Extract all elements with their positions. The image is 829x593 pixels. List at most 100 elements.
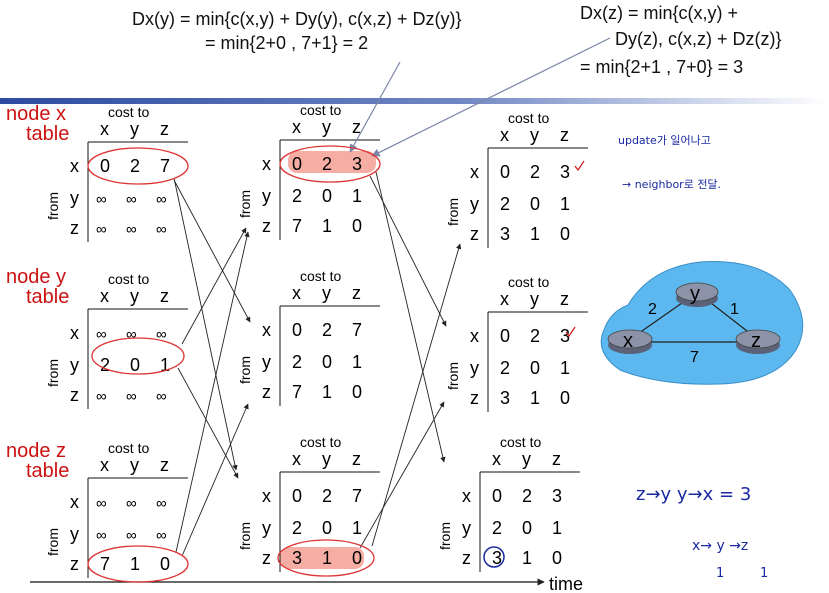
column-header-y: y xyxy=(130,119,139,139)
equation-pointer-dxy xyxy=(349,61,401,153)
table-cell: 1 xyxy=(352,186,362,206)
table-cell: 0 xyxy=(552,548,562,568)
row-header-y: y xyxy=(70,188,79,208)
table-cell: 0 xyxy=(522,518,532,538)
row-header-x: x xyxy=(70,492,79,512)
table-cell: 0 xyxy=(530,194,540,214)
svg-text:y: y xyxy=(690,283,700,305)
table-cell: 0 xyxy=(352,216,362,236)
table-cell: 0 xyxy=(352,382,362,402)
table-cell: ∞ xyxy=(126,527,137,544)
message-arrow-1 xyxy=(173,177,238,471)
row-header-y: y xyxy=(262,518,271,538)
table-cell: 1 xyxy=(522,548,532,568)
column-header-x: x xyxy=(100,286,109,306)
table-cell: 3 xyxy=(500,388,510,408)
column-header-x: x xyxy=(492,449,501,469)
message-arrow-8 xyxy=(371,243,462,547)
node-y-table-label: table xyxy=(26,286,69,308)
table-cell: 1 xyxy=(322,216,332,236)
row-header-z: z xyxy=(462,548,471,568)
table-cell: 0 xyxy=(292,320,302,340)
handwritten-circle xyxy=(483,546,505,568)
handwritten-note-cost-a: 1 xyxy=(716,566,725,581)
oval-z-t0-row xyxy=(87,545,189,583)
table-cell: 2 xyxy=(292,352,302,372)
slide-banner xyxy=(0,98,829,104)
table-cell: 1 xyxy=(352,518,362,538)
table-cell: ∞ xyxy=(156,326,167,343)
row-header-z: z xyxy=(262,382,271,402)
row-header-x: x xyxy=(70,323,79,343)
handwritten-note-cost-b: 1 xyxy=(760,566,769,581)
row-header-x: x xyxy=(470,326,479,346)
column-header-z: z xyxy=(352,117,361,137)
from-label: from xyxy=(445,198,461,226)
table-cell: 2 xyxy=(292,186,302,206)
svg-text:z: z xyxy=(751,330,761,352)
table-cell: 1 xyxy=(560,358,570,378)
column-header-z: z xyxy=(560,289,569,309)
table-cell: 1 xyxy=(530,388,540,408)
from-label: from xyxy=(45,528,61,556)
column-header-y: y xyxy=(522,449,531,469)
table-cell: 0 xyxy=(530,358,540,378)
equation-dxy-line1: Dx(y) = min{c(x,y) + Dy(y), c(x,z) + Dz(… xyxy=(132,9,462,29)
table-cell: 1 xyxy=(552,518,562,538)
equation-dxz-line3: = min{2+1 , 7+0} = 3 xyxy=(580,57,744,77)
row-header-y: y xyxy=(470,194,479,214)
table-cell: ∞ xyxy=(96,221,107,238)
row-header-x: x xyxy=(470,162,479,182)
row-header-y: y xyxy=(262,186,271,206)
column-header-y: y xyxy=(130,455,139,475)
table-cell: 3 xyxy=(492,548,502,568)
table-cell: 1 xyxy=(352,352,362,372)
message-arrow-7 xyxy=(375,171,446,463)
table-cell: ∞ xyxy=(126,326,137,343)
equation-dxy-line2: = min{2+0 , 7+1} = 2 xyxy=(205,33,369,53)
table-cell: 3 xyxy=(560,326,570,346)
equation-pointer-dxz xyxy=(371,37,611,157)
table-cell: 0 xyxy=(560,224,570,244)
table-cell: 2 xyxy=(492,518,502,538)
node-labels: node x table node y table node z table xyxy=(6,103,69,482)
table-cell: 0 xyxy=(130,355,140,375)
node-z-label: node z xyxy=(6,440,66,462)
row-header-y: y xyxy=(70,355,79,375)
table-cell: 2 xyxy=(292,518,302,538)
table-cell: 0 xyxy=(560,388,570,408)
updated-row-highlight-x xyxy=(288,151,376,173)
message-arrow-4 xyxy=(175,231,250,553)
table-cell: ∞ xyxy=(96,326,107,343)
row-header-y: y xyxy=(470,358,479,378)
cost-to-label: cost to xyxy=(300,102,341,118)
cost-to-label: cost to xyxy=(508,110,549,126)
handwritten-note-route: x→ y →z xyxy=(692,538,749,554)
table-cell: 2 xyxy=(530,326,540,346)
table-cell: ∞ xyxy=(126,191,137,208)
oval-x-t0-row xyxy=(87,147,189,185)
router-node-x: x xyxy=(607,329,653,354)
column-header-y: y xyxy=(322,449,331,469)
table-cell: ∞ xyxy=(156,495,167,512)
check-mark-1 xyxy=(574,160,585,172)
table-cell: 7 xyxy=(292,382,302,402)
from-label: from xyxy=(237,190,253,218)
table-cell: 3 xyxy=(292,548,302,568)
table-cell: 0 xyxy=(352,548,362,568)
table-cell: ∞ xyxy=(96,191,107,208)
edge-x-z-cost: 7 xyxy=(690,349,699,366)
table-cell: 7 xyxy=(352,320,362,340)
table-cell: ∞ xyxy=(156,191,167,208)
from-label: from xyxy=(445,362,461,390)
column-header-y: y xyxy=(130,286,139,306)
from-label: from xyxy=(437,522,453,550)
message-arrow-5 xyxy=(181,403,249,557)
edge-x-y-cost: 2 xyxy=(648,301,657,318)
